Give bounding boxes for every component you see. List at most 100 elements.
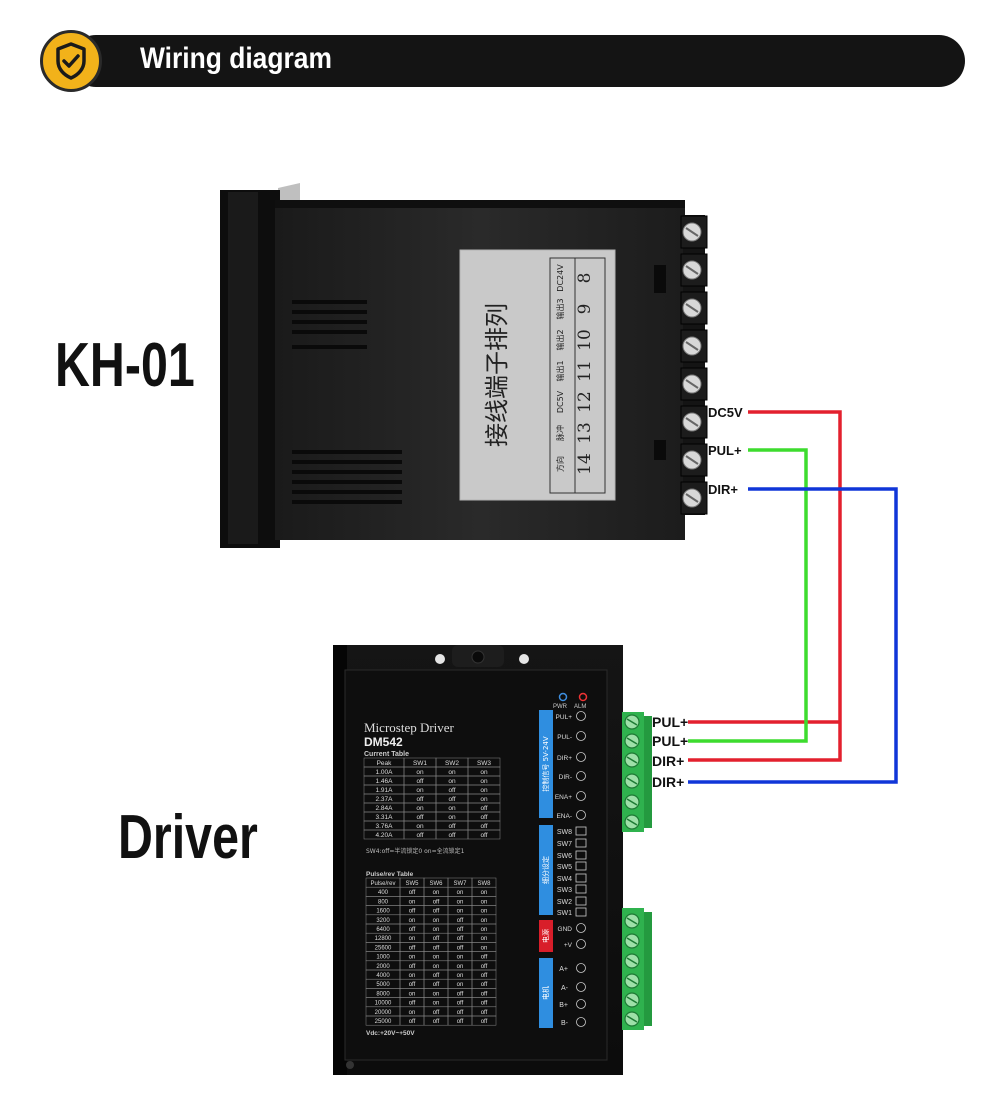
switch-label: SW3 bbox=[557, 887, 572, 894]
table-cell-text: on bbox=[416, 805, 424, 812]
table-cell-text: off bbox=[433, 973, 440, 979]
wire-label-dir: DIR+ bbox=[708, 482, 738, 497]
table-cell-text: on bbox=[433, 918, 440, 924]
pwr-label: PWR bbox=[553, 704, 568, 710]
dip-switch bbox=[575, 826, 587, 836]
table-cell-text: off bbox=[409, 927, 416, 933]
screw-slot bbox=[685, 379, 699, 389]
motor-terminal-label: A- bbox=[561, 985, 569, 992]
table-cell-text: off bbox=[409, 964, 416, 970]
table-cell-text: off bbox=[481, 1001, 488, 1007]
driver-label: Driver bbox=[118, 803, 258, 872]
terminal-screw-icon bbox=[576, 982, 586, 992]
terminal-screw-icon bbox=[576, 939, 586, 949]
table-cell-text: 1.91A bbox=[376, 787, 394, 794]
table-cell-text: on bbox=[433, 955, 440, 961]
table-cell-text: off bbox=[481, 973, 488, 979]
table-cell-text: 2.37A bbox=[376, 796, 394, 803]
table-cell-text: on bbox=[448, 805, 456, 812]
table-cell-text: off bbox=[481, 964, 488, 970]
table-cell-text: off bbox=[409, 909, 416, 915]
table-cell-text: off bbox=[448, 787, 455, 794]
terminal-name: DC5V bbox=[556, 390, 565, 413]
table-cell-text: on bbox=[433, 991, 440, 997]
sw4-note: SW4:off=半流锁定0 on=全流锁定1 bbox=[366, 847, 465, 855]
plug-screws bbox=[624, 714, 640, 1027]
table-cell-text: off bbox=[457, 991, 464, 997]
table-cell-text: 4000 bbox=[376, 973, 390, 979]
plug-screw-slot bbox=[626, 1015, 638, 1023]
switch-label: SW6 bbox=[557, 853, 572, 860]
table-cell-text: 2.84A bbox=[376, 805, 394, 812]
table-cell-text: on bbox=[448, 814, 456, 821]
signal-terminal-label: PUL- bbox=[557, 734, 572, 741]
table-cell-text: on bbox=[480, 796, 488, 803]
wires bbox=[688, 410, 898, 784]
terminal-screw-icon bbox=[576, 999, 586, 1009]
terminal-number: 8 bbox=[575, 273, 595, 284]
table-cell-text: off bbox=[416, 796, 423, 803]
terminal-number: 11 bbox=[575, 360, 595, 382]
dip-switch bbox=[575, 873, 587, 883]
table-cell-text: on bbox=[433, 890, 440, 896]
sticker-title: 接线端子排列 bbox=[483, 303, 511, 447]
motor-terminal-label: B- bbox=[561, 1020, 569, 1027]
screw-slot bbox=[685, 493, 699, 503]
table-cell bbox=[467, 829, 501, 840]
table-cell-text: off bbox=[416, 814, 423, 821]
screw-slot bbox=[685, 455, 699, 465]
table-cell-text: 1600 bbox=[376, 909, 390, 915]
table-cell-text: off bbox=[433, 1010, 440, 1016]
table-cell-text: on bbox=[433, 927, 440, 933]
table-cell-text: off bbox=[409, 945, 416, 951]
switch-label: SW2 bbox=[557, 899, 572, 906]
screw-slot bbox=[685, 417, 699, 427]
table-cell-text: off bbox=[457, 945, 464, 951]
table-cell-text: SW6 bbox=[429, 881, 443, 887]
table-cell-text: Peak bbox=[377, 760, 393, 767]
screw-slot bbox=[685, 265, 699, 275]
table-cell-text: 25600 bbox=[375, 945, 392, 951]
table-cell-text: off bbox=[457, 936, 464, 942]
pulse-table-title: Pulse/rev Table bbox=[366, 871, 414, 878]
plug-screw-slot bbox=[626, 977, 638, 985]
table-cell-text: off bbox=[448, 823, 455, 830]
dip-switch bbox=[575, 838, 587, 848]
table-cell-text: on bbox=[409, 936, 416, 942]
switch-label: SW7 bbox=[557, 841, 572, 848]
table-cell-text: SW2 bbox=[445, 760, 459, 767]
table-cell-text: off bbox=[457, 1010, 464, 1016]
table-cell-text: 25000 bbox=[375, 1019, 392, 1025]
dip-switch bbox=[575, 884, 587, 894]
check-shield-icon bbox=[56, 42, 86, 80]
table-cell-text: on bbox=[457, 982, 464, 988]
table-cell-text: on bbox=[481, 909, 488, 915]
table-cell-text: off bbox=[433, 982, 440, 988]
table-cell-text: 12800 bbox=[375, 936, 392, 942]
table-cell-text: on bbox=[481, 945, 488, 951]
table-cell-text: SW5 bbox=[405, 881, 419, 887]
table-cell-text: 8000 bbox=[376, 991, 390, 997]
table-cell-text: 800 bbox=[378, 899, 389, 905]
controller-terminal-screws bbox=[680, 215, 708, 515]
table-cell-text: off bbox=[481, 1010, 488, 1016]
table-cell-text: 10000 bbox=[375, 1001, 392, 1007]
driver-wire-label-2: PUL+ bbox=[652, 733, 688, 749]
table-cell-text: off bbox=[457, 1001, 464, 1007]
motor-terminal-label: A+ bbox=[559, 966, 568, 973]
terminal-name: 输出1 bbox=[555, 360, 565, 381]
table-cell-text: 1.46A bbox=[376, 778, 394, 785]
table-cell-text: on bbox=[457, 964, 464, 970]
table-cell-text: off bbox=[416, 778, 423, 785]
switch-label: SW4 bbox=[557, 876, 572, 883]
table-cell-text: off bbox=[448, 832, 455, 839]
table-cell-text: off bbox=[480, 823, 487, 830]
table-cell-text: off bbox=[448, 796, 455, 803]
table-cell-text: on bbox=[481, 899, 488, 905]
terminal-name: DC24V bbox=[556, 264, 565, 292]
table-cell-text: on bbox=[457, 899, 464, 905]
signal-terminal-label: ENA+ bbox=[555, 794, 572, 801]
wire-dc5v-to-dir bbox=[688, 410, 842, 762]
